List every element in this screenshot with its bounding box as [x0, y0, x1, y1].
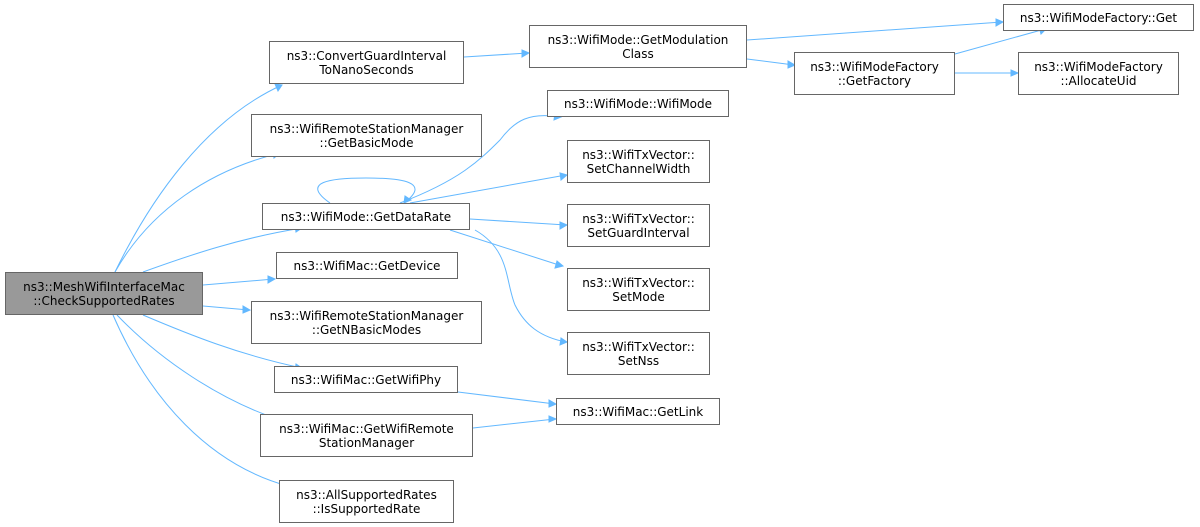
node-wifi-mode-factory-allocate-uid[interactable]: ns3::WifiModeFactory ::AllocateUid	[1018, 52, 1179, 95]
node-label-line1: ns3::WifiMac::GetWifiPhy	[290, 372, 442, 387]
node-label-line2: ToNanoSeconds	[319, 62, 414, 77]
edge-get-wifi-remote-station-manager-to-get-link	[472, 415, 558, 429]
node-wifi-mac-get-wifi-phy[interactable]: ns3::WifiMac::GetWifiPhy	[274, 366, 458, 393]
node-wifi-remote-station-manager-get-n-basic-modes[interactable]: ns3::WifiRemoteStationManager ::GetNBasi…	[251, 301, 482, 344]
node-wifi-remote-station-manager-get-basic-mode[interactable]: ns3::WifiRemoteStationManager ::GetBasic…	[251, 114, 482, 157]
node-label-line1: ns3::WifiTxVector::	[582, 211, 695, 226]
node-mesh-wifi-interface-mac-check-supported-rates: ns3::MeshWifiInterfaceMac ::CheckSupport…	[5, 272, 203, 315]
node-label-line1: ns3::WifiModeFactory	[810, 59, 939, 74]
node-label-line1: ns3::WifiModeFactory	[1034, 59, 1163, 74]
node-label-line1: ns3::WifiMode::GetModulation	[547, 32, 729, 47]
edge-get-data-rate-to-set-nss	[474, 229, 569, 346]
node-all-supported-rates-is-supported-rate[interactable]: ns3::AllSupportedRates ::IsSupportedRate	[279, 480, 454, 523]
node-label-line1: ns3::WifiTxVector::	[582, 275, 695, 290]
node-wifi-mac-get-link[interactable]: ns3::WifiMac::GetLink	[556, 398, 720, 425]
edge-root-to-convert-guard	[114, 83, 283, 273]
node-label-line2: SetNss	[617, 353, 660, 368]
node-label-line2: StationManager	[318, 435, 415, 450]
node-label-line2: SetChannelWidth	[586, 161, 691, 176]
node-label-line2: ::GetFactory	[837, 73, 912, 88]
node-label-line1: ns3::WifiTxVector::	[582, 339, 695, 354]
node-label-line1: ns3::WifiMac::GetLink	[572, 404, 704, 419]
node-convert-guard-interval-to-nanoseconds[interactable]: ns3::ConvertGuardInterval ToNanoSeconds	[269, 41, 464, 84]
node-label-line1: ns3::WifiModeFactory::Get	[1019, 10, 1178, 25]
edge-get-data-rate-to-set-guard-interval	[469, 218, 569, 230]
node-label-line1: ns3::WifiMac::GetWifiRemote	[279, 421, 454, 436]
node-label-line1: ns3::WifiMode::WifiMode	[563, 96, 713, 111]
node-wifi-tx-vector-set-guard-interval[interactable]: ns3::WifiTxVector:: SetGuardInterval	[567, 204, 710, 247]
node-wifi-mode-wifi-mode[interactable]: ns3::WifiMode::WifiMode	[547, 90, 729, 117]
node-label-line2: ::GetNBasicModes	[311, 322, 422, 337]
edge-get-factory-to-allocate-uid	[955, 69, 1020, 77]
edge-get-wifi-phy-to-get-link	[457, 391, 558, 408]
node-wifi-mode-factory-get[interactable]: ns3::WifiModeFactory::Get	[1003, 4, 1194, 31]
edge-get-data-rate-self-loop	[317, 177, 416, 204]
node-wifi-mode-factory-get-factory[interactable]: ns3::WifiModeFactory ::GetFactory	[794, 52, 955, 95]
node-wifi-mac-get-device[interactable]: ns3::WifiMac::GetDevice	[276, 252, 458, 279]
node-label-line1: ns3::AllSupportedRates	[296, 487, 437, 502]
node-wifi-mode-get-data-rate[interactable]: ns3::WifiMode::GetDataRate	[262, 203, 470, 230]
node-wifi-tx-vector-set-nss[interactable]: ns3::WifiTxVector:: SetNss	[567, 332, 710, 375]
edge-root-to-get-n-basic-modes	[202, 305, 252, 314]
edge-root-to-get-device	[202, 275, 277, 286]
node-label-line2: ::IsSupportedRate	[312, 501, 421, 516]
node-wifi-mode-get-modulation-class[interactable]: ns3::WifiMode::GetModulation Class	[529, 25, 747, 68]
node-label-line1: ns3::WifiMode::GetDataRate	[280, 209, 452, 224]
node-label-line1: ns3::WifiMac::GetDevice	[293, 258, 441, 273]
node-label-line2: Class	[622, 46, 654, 61]
node-wifi-tx-vector-set-mode[interactable]: ns3::WifiTxVector:: SetMode	[567, 268, 710, 311]
node-label-line1: ns3::MeshWifiInterfaceMac	[23, 279, 185, 294]
node-label-line1: ns3::WifiRemoteStationManager	[269, 308, 464, 323]
node-label-line1: ns3::ConvertGuardInterval	[286, 48, 447, 63]
node-label-line2: ::CheckSupportedRates	[33, 293, 175, 308]
node-wifi-mac-get-wifi-remote-station-manager[interactable]: ns3::WifiMac::GetWifiRemote StationManag…	[260, 414, 473, 457]
node-label-line2: SetMode	[612, 289, 665, 304]
edge-modulation-class-to-factory-get	[746, 18, 1005, 41]
node-label-line1: ns3::WifiTxVector::	[582, 147, 695, 162]
node-label-line2: SetGuardInterval	[587, 225, 690, 240]
node-label-line2: ::GetBasicMode	[319, 135, 414, 150]
edge-root-to-get-basic-mode	[114, 150, 282, 273]
node-label-line2: ::AllocateUid	[1060, 73, 1137, 88]
edge-convert-guard-to-modulation-class	[463, 49, 531, 58]
edge-modulation-class-to-get-factory	[746, 58, 797, 69]
node-label-line1: ns3::WifiRemoteStationManager	[269, 121, 464, 136]
edge-get-data-rate-to-set-mode	[449, 229, 565, 269]
edge-get-factory-to-factory-get	[954, 26, 1047, 55]
edge-get-data-rate-to-set-channel-width	[409, 172, 569, 204]
node-wifi-tx-vector-set-channel-width[interactable]: ns3::WifiTxVector:: SetChannelWidth	[567, 140, 710, 183]
